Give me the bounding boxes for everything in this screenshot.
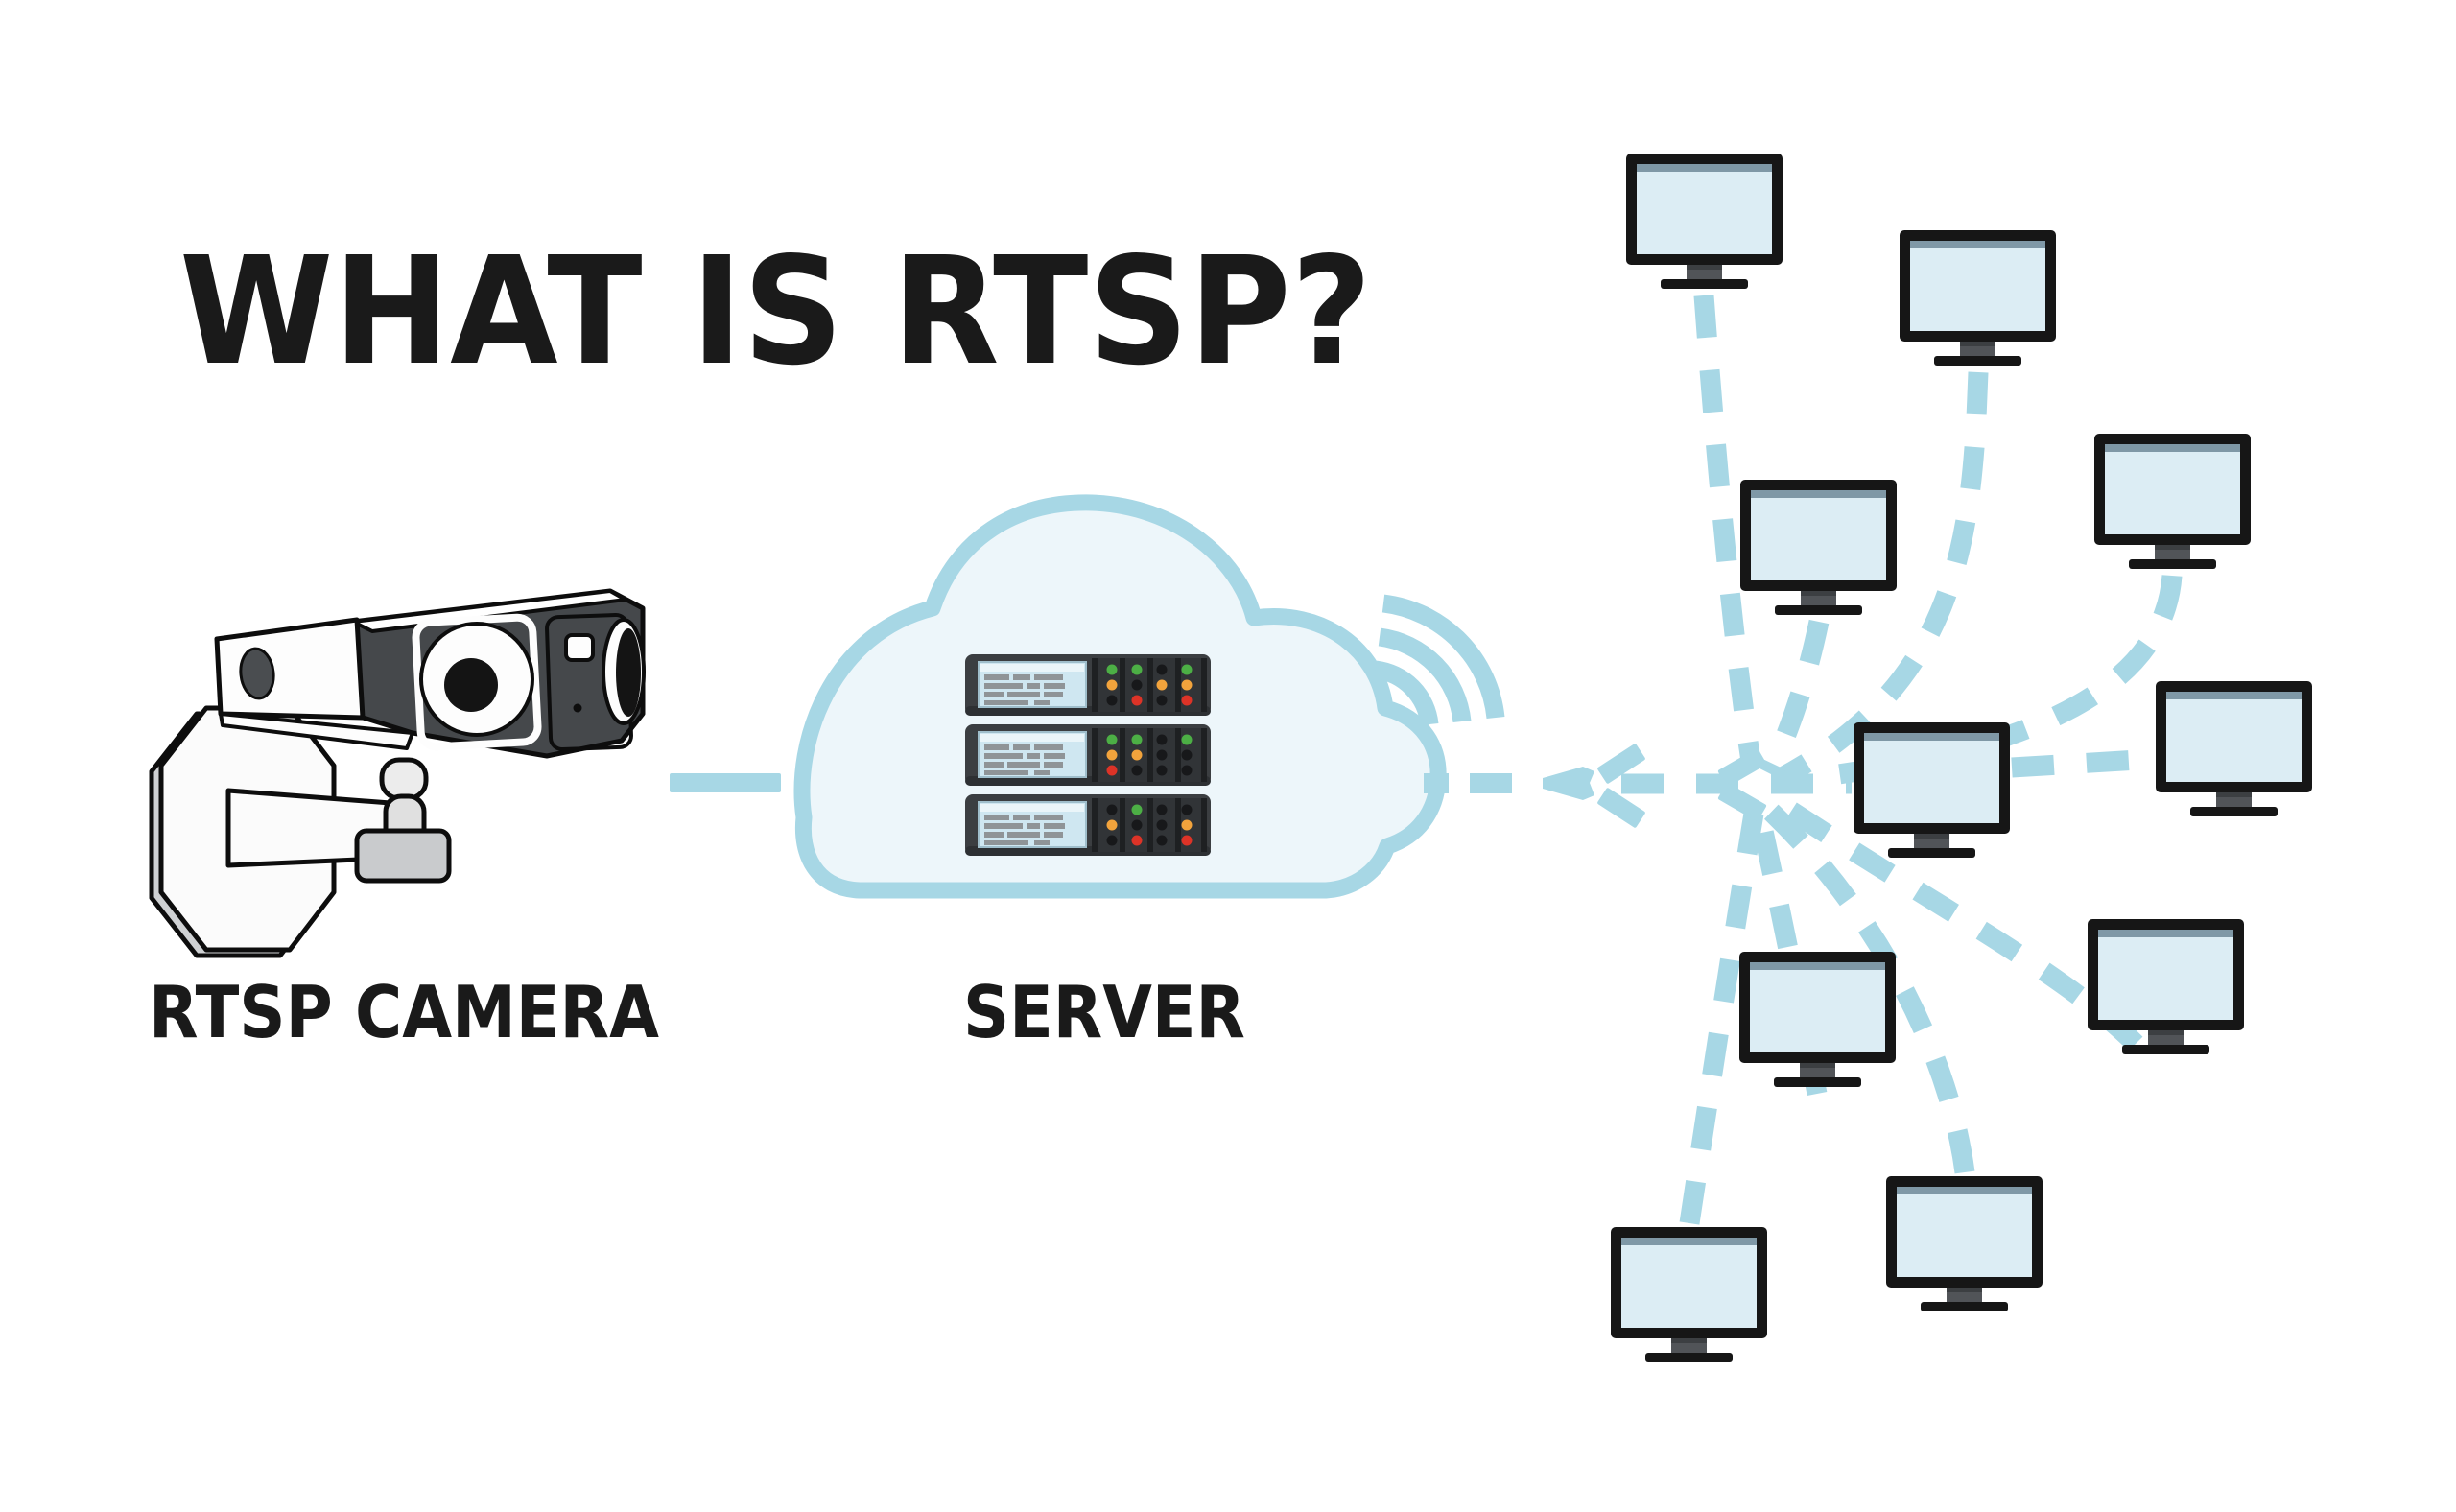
cloud-to-hub-link [1424, 767, 1594, 800]
rack-led-g [1106, 734, 1118, 745]
rack-led-k [1156, 804, 1168, 815]
rack-led-r [1106, 765, 1118, 776]
rack-led-g [1131, 734, 1143, 745]
camera-body-side [214, 617, 366, 721]
rack-led-g [1106, 664, 1118, 675]
server-label: SERVER [963, 970, 1245, 1054]
rack-led-k [1156, 749, 1168, 761]
rack-led-k [1106, 804, 1118, 815]
client-monitor-icon [2156, 681, 2312, 816]
rack-led-k [1156, 765, 1168, 776]
camera-label: RTSP CAMERA [149, 970, 659, 1054]
stream-link [1759, 619, 1830, 778]
rack-led-k [1131, 679, 1143, 691]
stream-flare-dash [1543, 767, 1594, 800]
client-monitor-icon [1739, 952, 1896, 1087]
rack-led-g [1131, 664, 1143, 675]
rack-led-o [1156, 679, 1168, 691]
cctv-camera-icon [149, 588, 646, 958]
rack-led-o [1106, 679, 1118, 691]
stream-dash [1717, 748, 1767, 787]
rack-led-k [1181, 765, 1193, 776]
rack-led-g [1181, 664, 1193, 675]
camera-lens-pupil [444, 658, 498, 712]
wifi-signal-icon [1374, 594, 1505, 726]
rack-led-k [1156, 819, 1168, 831]
client-monitor-icon [1626, 154, 1783, 289]
rack-led-k [1156, 835, 1168, 846]
stream-dash [1717, 783, 1767, 821]
client-monitor-icon [1854, 722, 2010, 858]
stream-link [1774, 371, 1989, 789]
rack-led-r [1181, 695, 1193, 706]
rack-led-k [1156, 695, 1168, 706]
client-monitor-icon [1900, 230, 2056, 366]
camera-body-underside [219, 712, 414, 750]
rack-led-k [1156, 734, 1168, 745]
rack-led-k [1131, 819, 1143, 831]
client-monitor-icon [1886, 1176, 2043, 1311]
stream-link [1783, 575, 2183, 791]
cloud-icon [793, 494, 1505, 899]
stream-link [1693, 295, 1762, 769]
stream-link [2011, 748, 2156, 778]
rack-led-r [1131, 695, 1143, 706]
stream-dash [1597, 788, 1645, 828]
server-rack-icon [964, 653, 1212, 857]
rack-led-k [1106, 835, 1118, 846]
rack-led-k [1181, 804, 1193, 815]
stream-dash [1597, 744, 1645, 784]
client-monitor-icon [1740, 480, 1897, 615]
rack-led-g [1181, 734, 1193, 745]
stream-dash [1424, 773, 1449, 793]
rack-led-k [1181, 749, 1193, 761]
rack-led-lights [1106, 664, 1193, 846]
page-title: WHAT IS RTSP? [179, 224, 1372, 398]
rack-led-o [1181, 819, 1193, 831]
rack-led-o [1131, 749, 1143, 761]
stream-dash [1470, 773, 1512, 793]
rack-led-o [1181, 679, 1193, 691]
rack-led-k [1106, 695, 1118, 706]
rack-led-k [1131, 765, 1143, 776]
rack-led-r [1181, 835, 1193, 846]
camera-to-cloud-link [670, 773, 781, 792]
rack-led-g [1131, 804, 1143, 815]
rack-led-k [1156, 664, 1168, 675]
stream-link [1769, 791, 2143, 1051]
rack-led-o [1106, 749, 1118, 761]
rack-led-r [1131, 835, 1143, 846]
rack-led-o [1106, 819, 1118, 831]
client-monitor-icon [2094, 434, 2251, 569]
camera-foot [354, 828, 452, 884]
client-monitor-icon [1611, 1227, 1767, 1362]
